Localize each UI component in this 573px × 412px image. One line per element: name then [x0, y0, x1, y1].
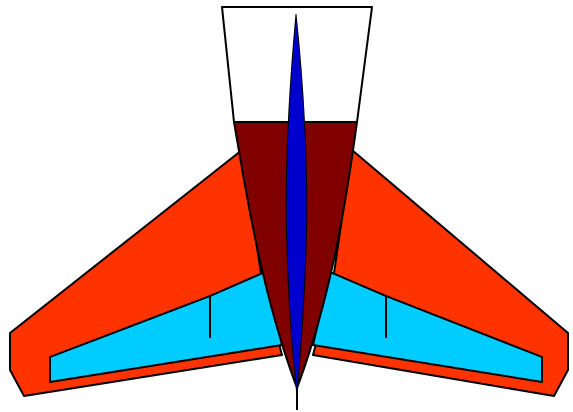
aircraft-diagram: [9, 6, 569, 410]
aircraft-svg: [9, 6, 569, 410]
